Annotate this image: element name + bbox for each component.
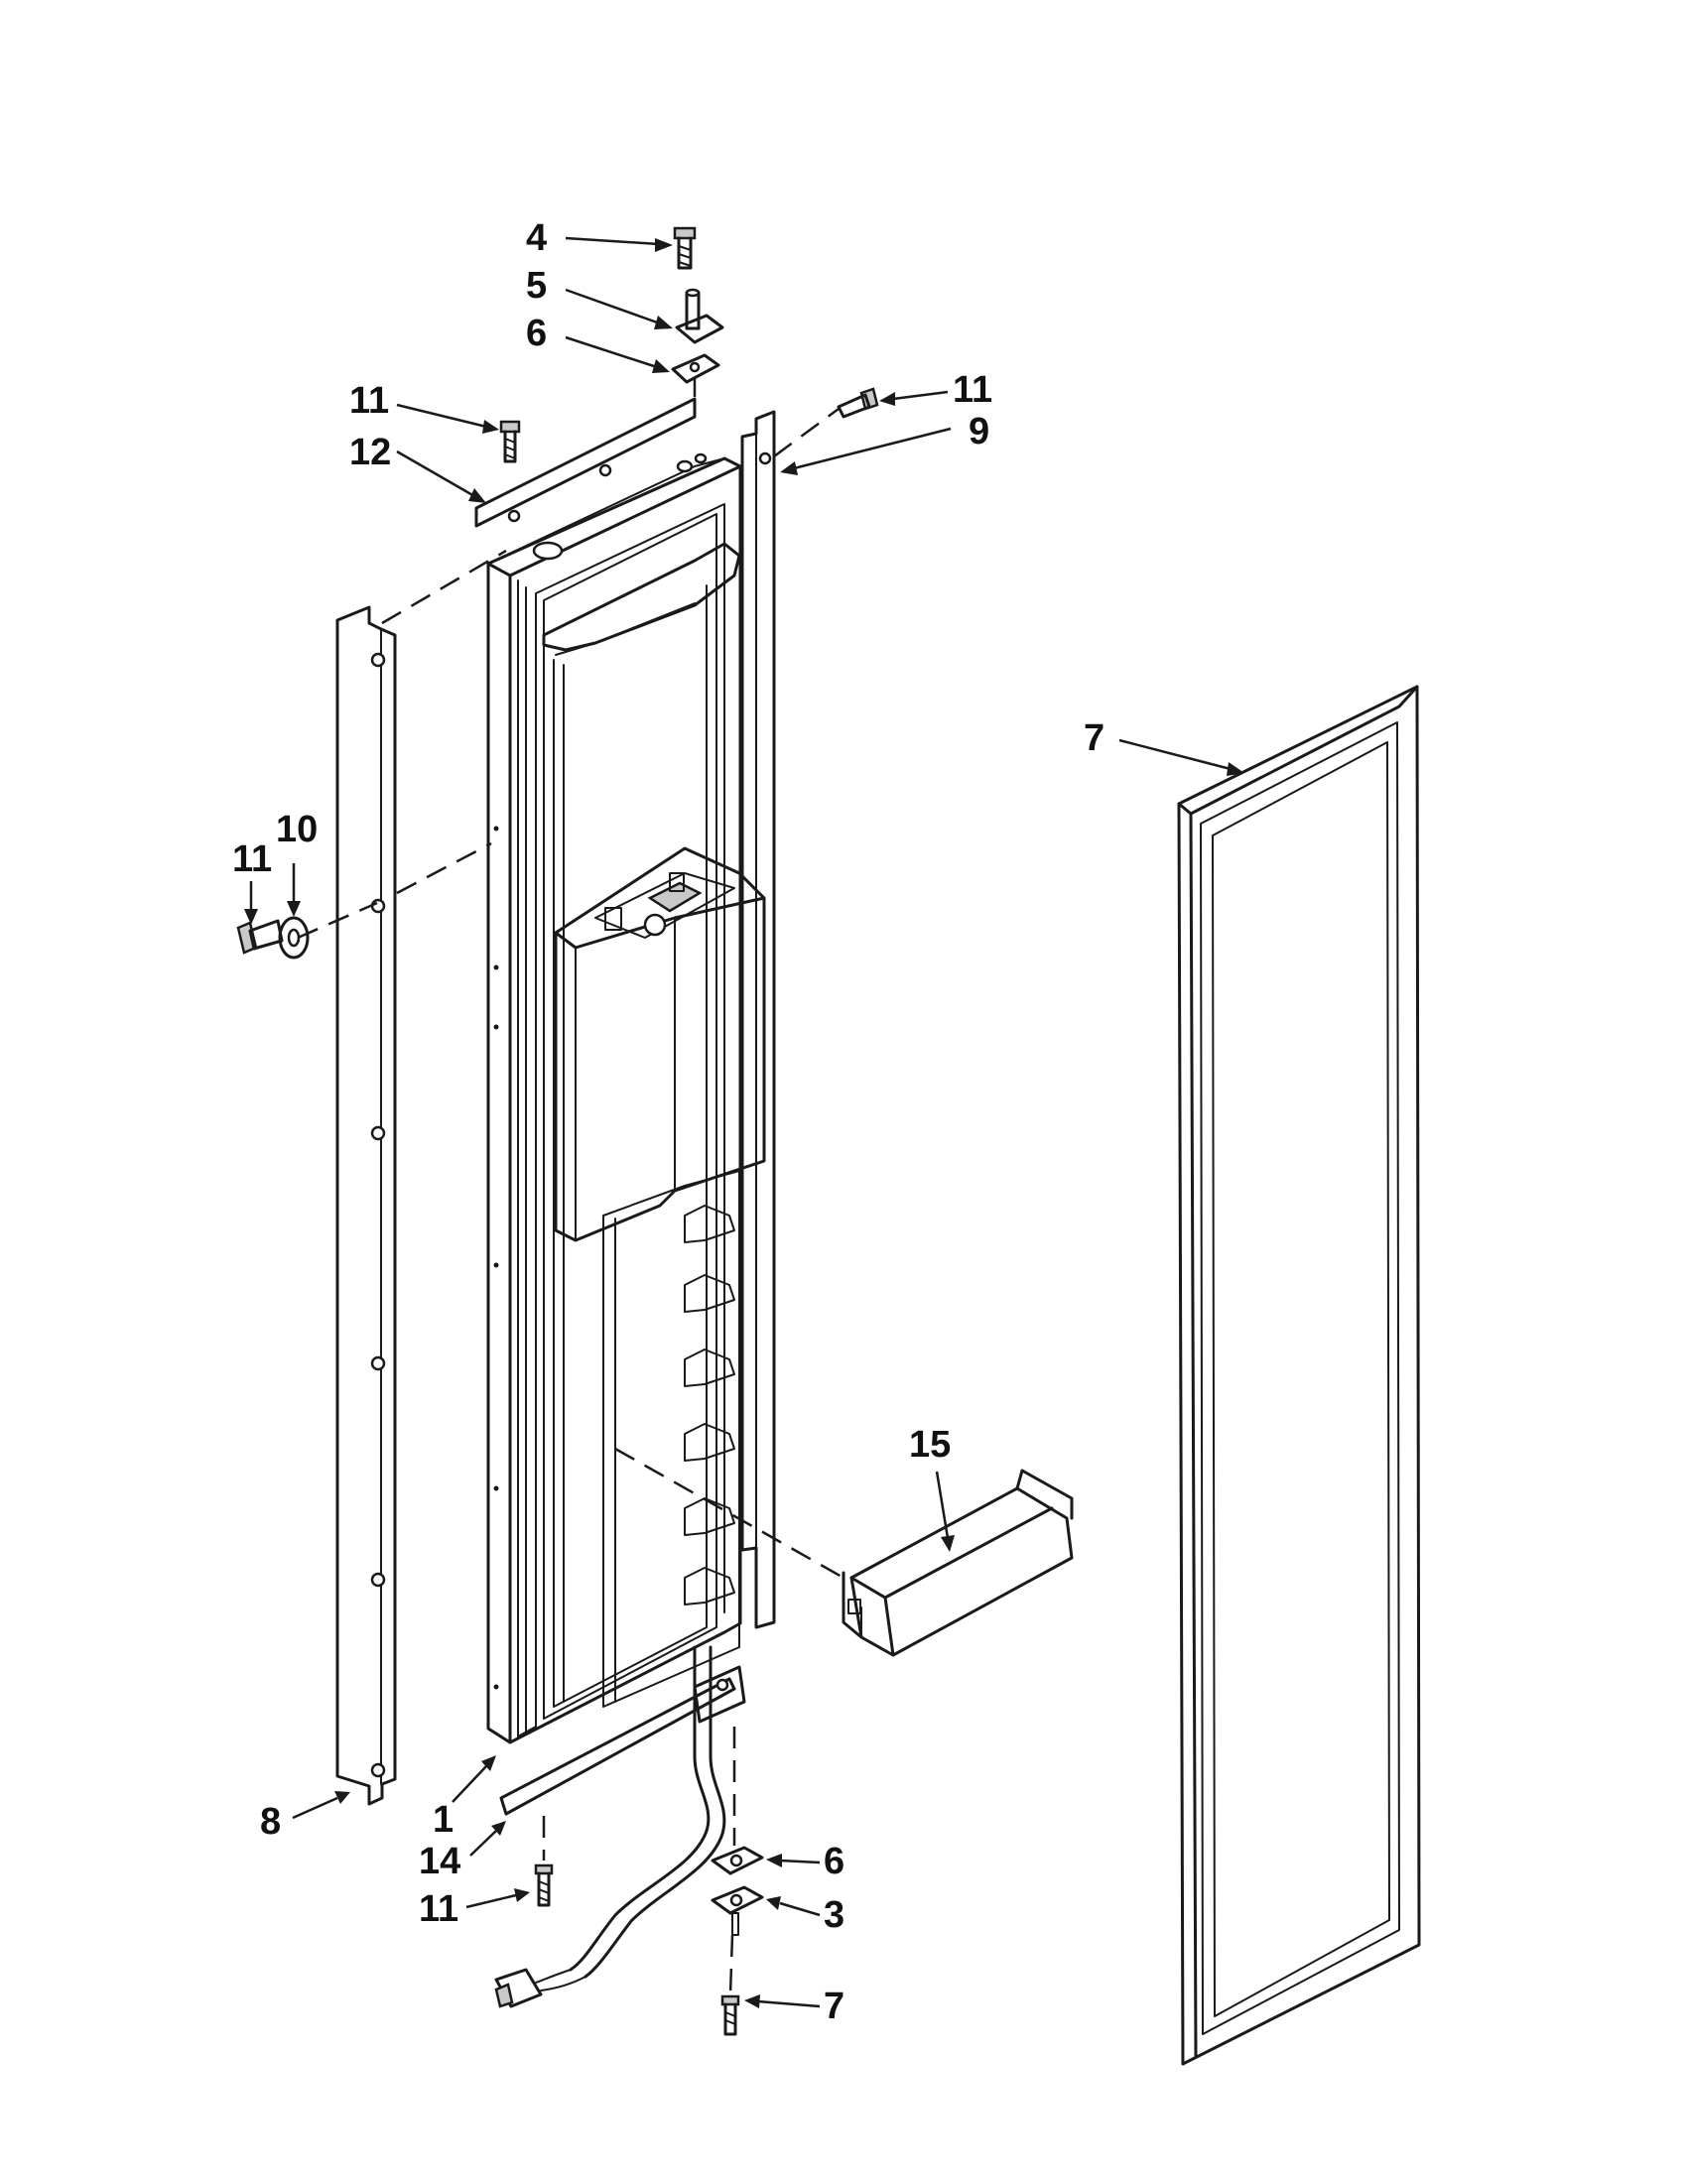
callout-7: 7 [1084, 717, 1104, 759]
shelf-brackets [684, 1205, 735, 1606]
callout-10: 10 [276, 809, 318, 850]
callout-12: 12 [349, 432, 391, 473]
callout-5: 5 [526, 265, 547, 307]
callout-6: 6 [824, 1841, 844, 1882]
part-11-screw-right [837, 387, 879, 419]
part-7-gasket [1177, 685, 1421, 2066]
part-6-shim-top [671, 353, 720, 384]
callout-11: 11 [953, 369, 992, 411]
callout-15: 15 [909, 1424, 951, 1466]
part-12-top-bracket [474, 397, 697, 528]
callout-8: 8 [260, 1801, 281, 1843]
part-11-screw-top [499, 420, 521, 463]
callout-11: 11 [349, 380, 389, 422]
part-7-screw-bottom [720, 1994, 740, 2036]
part-5-hinge-pin [675, 288, 724, 344]
callout-9: 9 [969, 411, 989, 452]
leader-lines [244, 236, 1244, 2008]
callout-14: 14 [419, 1841, 460, 1882]
part-10-washer [278, 916, 310, 960]
part-1-door-assembly [486, 452, 766, 1744]
wire-harness [494, 1645, 726, 2008]
alignment-lines [297, 377, 844, 1995]
part-14-bottom-bracket [499, 1665, 746, 1816]
callout-4: 4 [526, 217, 547, 259]
callout-7: 7 [824, 1986, 844, 2027]
callout-labels: 4 5 6 11 12 11 9 7 10 11 15 8 1 14 11 6 … [232, 217, 1104, 2027]
callout-6: 6 [526, 313, 547, 354]
callout-11: 11 [232, 838, 272, 880]
part-9-trim-strip [740, 410, 776, 1629]
part-15-bin [842, 1469, 1074, 1657]
callout-3: 3 [824, 1894, 844, 1936]
callout-1: 1 [433, 1799, 454, 1841]
part-3-bottom-hinge [711, 1885, 764, 1936]
part-6-shim-bottom [711, 1846, 764, 1875]
part-4-screw [673, 226, 697, 270]
callout-11: 11 [419, 1888, 458, 1930]
part-11-screw-bottom [534, 1863, 554, 1907]
part-11-screw-left [236, 919, 284, 955]
part-8-trim-strip [335, 605, 397, 1806]
